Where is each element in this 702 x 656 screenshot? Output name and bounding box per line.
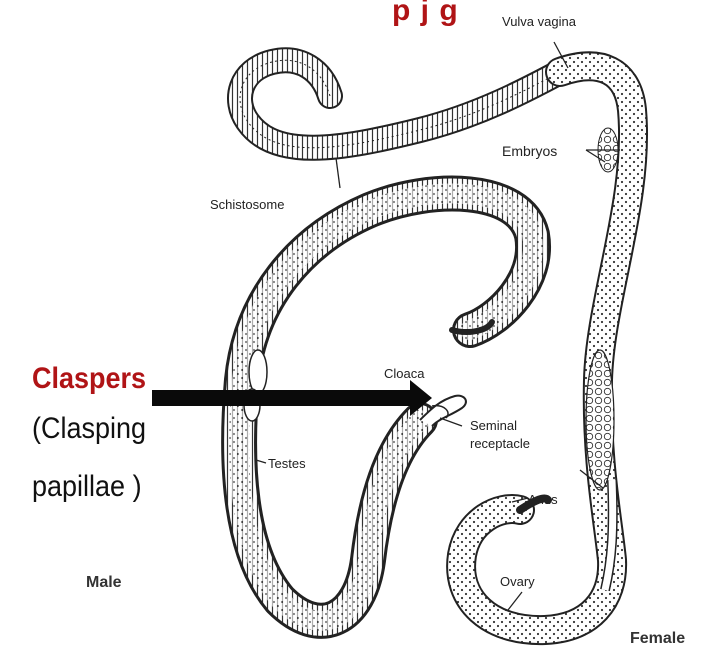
label-seminal-line1: Seminal <box>470 418 517 433</box>
label-anus: Anus <box>528 492 558 507</box>
label-seminal-line2: receptacle <box>470 436 530 451</box>
label-female: Female <box>630 630 685 648</box>
label-embryos: Embryos <box>502 143 557 159</box>
label-testes: Testes <box>268 456 306 471</box>
label-ovary: Ovary <box>500 574 535 589</box>
callout-claspers: Claspers <box>32 362 146 396</box>
label-male: Male <box>86 574 122 592</box>
label-vulva-vagina: Vulva vagina <box>502 14 576 29</box>
callout-papillae: papillae ) <box>32 470 142 504</box>
female-upper-body <box>240 60 560 147</box>
callout-clasping: (Clasping <box>32 412 146 446</box>
male-body <box>239 194 533 621</box>
label-cloaca: Cloaca <box>384 366 424 381</box>
label-schistosome: Schistosome <box>210 197 284 212</box>
claspers-arrow <box>152 380 432 416</box>
